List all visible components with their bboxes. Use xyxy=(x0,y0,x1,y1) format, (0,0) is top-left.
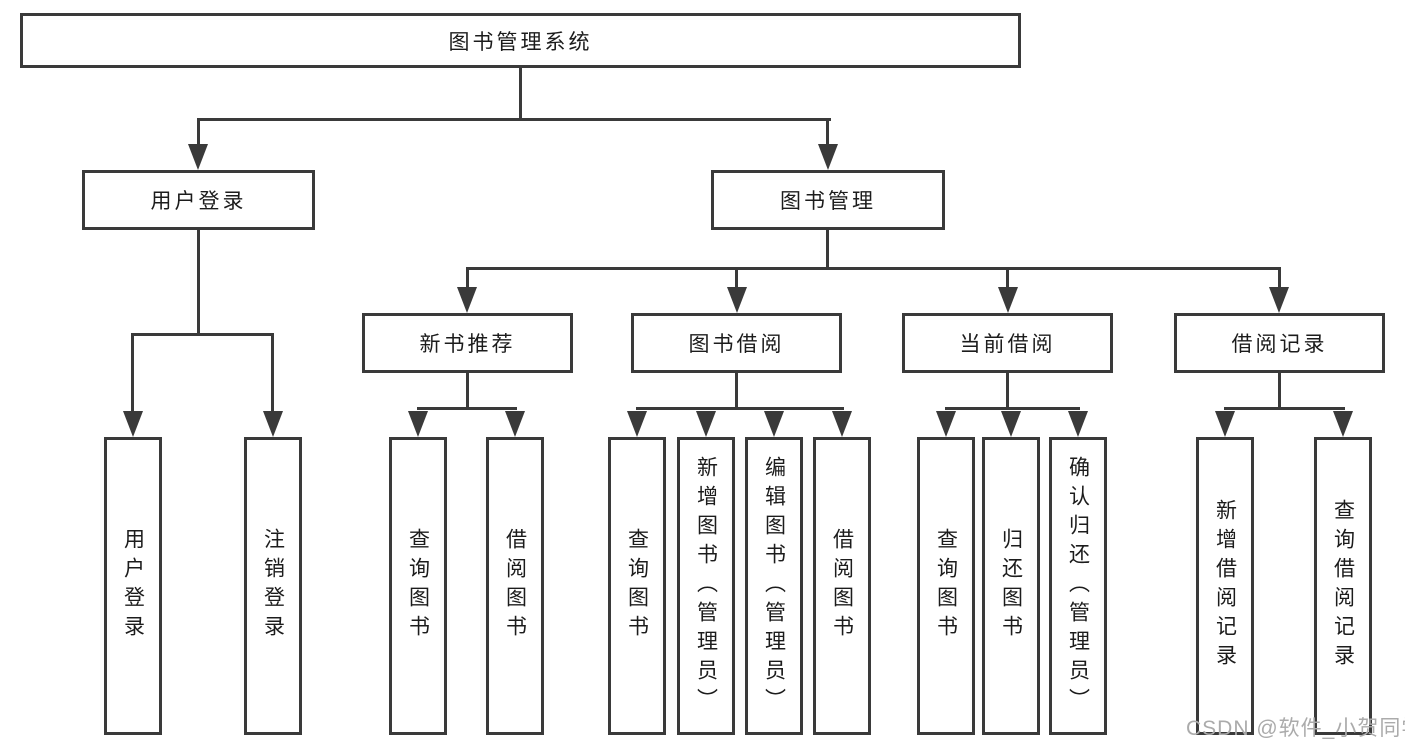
arrow-down-icon xyxy=(505,411,525,437)
node-label: 确认归还（管理员） xyxy=(1066,455,1090,717)
node-root-library-system: 图书管理系统 xyxy=(20,13,1021,68)
node-label: 查询图书 xyxy=(406,528,430,644)
connector-line xyxy=(826,118,829,146)
node-borrowing-records: 借阅记录 xyxy=(1174,313,1385,373)
arrow-down-icon xyxy=(696,411,716,437)
node-book-borrowing: 图书借阅 xyxy=(631,313,842,373)
node-label: 查询借阅记录 xyxy=(1331,499,1355,673)
leaf-borrow-books-recommend: 借阅图书 xyxy=(486,437,544,735)
leaf-query-books-borrowing: 查询图书 xyxy=(608,437,666,735)
csdn-watermark: CSDN @软件_小贺同学 xyxy=(1186,717,1405,740)
arrow-down-icon xyxy=(457,287,477,313)
connector-line xyxy=(1224,407,1345,410)
node-label: 编辑图书（管理员） xyxy=(762,455,786,717)
node-user-login: 用户登录 xyxy=(82,170,315,230)
arrow-down-icon xyxy=(1333,411,1353,437)
connector-line xyxy=(466,372,469,410)
connector-line xyxy=(197,118,200,146)
node-label: 注销登录 xyxy=(261,528,285,644)
connector-line xyxy=(1006,372,1009,410)
connector-line xyxy=(1278,267,1281,291)
leaf-add-books-admin: 新增图书（管理员） xyxy=(677,437,735,735)
node-book-management: 图书管理 xyxy=(711,170,945,230)
node-label: 新增借阅记录 xyxy=(1213,499,1237,673)
leaf-return-books: 归还图书 xyxy=(982,437,1040,735)
connector-line xyxy=(519,68,522,121)
leaf-user-login: 用户登录 xyxy=(104,437,162,735)
node-new-book-recommend: 新书推荐 xyxy=(362,313,573,373)
connector-line xyxy=(945,407,1080,410)
arrow-down-icon xyxy=(263,411,283,437)
leaf-add-borrow-record: 新增借阅记录 xyxy=(1196,437,1254,735)
connector-line xyxy=(197,229,200,336)
connector-line xyxy=(1006,267,1009,291)
node-label: 归还图书 xyxy=(999,528,1023,644)
connector-line xyxy=(271,333,274,413)
node-label: 借阅图书 xyxy=(503,528,527,644)
connector-line xyxy=(466,267,469,291)
node-label: 图书借阅 xyxy=(688,333,785,356)
arrow-down-icon xyxy=(627,411,647,437)
connector-line xyxy=(131,333,274,336)
node-label: 图书管理 xyxy=(780,190,876,213)
arrow-down-icon xyxy=(123,411,143,437)
arrow-down-icon xyxy=(832,411,852,437)
connector-line xyxy=(735,372,738,410)
arrow-down-icon xyxy=(408,411,428,437)
connector-line xyxy=(1278,372,1281,410)
leaf-logout: 注销登录 xyxy=(244,437,302,735)
leaf-borrow-books: 借阅图书 xyxy=(813,437,871,735)
arrow-down-icon xyxy=(818,144,838,170)
arrow-down-icon xyxy=(1001,411,1021,437)
connector-line xyxy=(197,118,831,121)
node-label: 图书管理系统 xyxy=(448,30,593,54)
node-label: 借阅图书 xyxy=(830,528,854,644)
node-label: 借阅记录 xyxy=(1231,333,1328,356)
node-label: 查询图书 xyxy=(625,528,649,644)
leaf-query-books-recommend: 查询图书 xyxy=(389,437,447,735)
leaf-confirm-return-admin: 确认归还（管理员） xyxy=(1049,437,1107,735)
node-label: 当前借阅 xyxy=(959,333,1056,356)
connector-line xyxy=(636,407,844,410)
arrow-down-icon xyxy=(1068,411,1088,437)
arrow-down-icon xyxy=(1269,287,1289,313)
arrow-down-icon xyxy=(936,411,956,437)
node-label: 新书推荐 xyxy=(419,333,516,356)
arrow-down-icon xyxy=(764,411,784,437)
connector-line xyxy=(826,229,829,270)
connector-line xyxy=(131,333,134,413)
arrow-down-icon xyxy=(188,144,208,170)
connector-line xyxy=(417,407,517,410)
leaf-query-borrow-record: 查询借阅记录 xyxy=(1314,437,1372,735)
connector-line xyxy=(466,267,1281,270)
node-label: 新增图书（管理员） xyxy=(694,455,718,717)
node-label: 用户登录 xyxy=(150,190,247,213)
arrow-down-icon xyxy=(998,287,1018,313)
leaf-query-books-current: 查询图书 xyxy=(917,437,975,735)
leaf-edit-books-admin: 编辑图书（管理员） xyxy=(745,437,803,735)
connector-line xyxy=(735,267,738,291)
arrow-down-icon xyxy=(1215,411,1235,437)
node-label: 查询图书 xyxy=(934,528,958,644)
node-current-borrowing: 当前借阅 xyxy=(902,313,1113,373)
node-label: 用户登录 xyxy=(121,528,145,644)
arrow-down-icon xyxy=(727,287,747,313)
